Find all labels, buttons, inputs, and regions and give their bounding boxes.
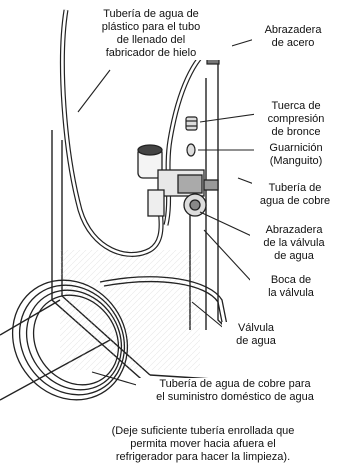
label-supply-tube: Tubería de agua de cobre para el suminis… xyxy=(136,378,334,404)
label-sleeve: Guarnición (Manguito) xyxy=(254,142,337,168)
label-copper-tube: Tubería de agua de cobre xyxy=(252,182,337,208)
label-compression-nut: Tuerca de compresión de bronce xyxy=(254,100,337,139)
water-valve-icon xyxy=(137,144,219,217)
label-steel-clamp: Abrazadera de acero xyxy=(252,24,334,50)
label-valve-mouth: Boca de la válvula xyxy=(250,274,332,300)
label-valve-clamp: Abrazadera de la válvula de agua xyxy=(250,224,337,263)
label-water-valve: Válvula de agua xyxy=(222,322,290,348)
label-note: (Deje suficiente tubería enrollada que p… xyxy=(76,425,330,464)
sleeve-icon xyxy=(186,143,196,157)
compression-nut-icon xyxy=(185,116,198,131)
floor-shading xyxy=(60,250,200,370)
copper-tube-coil-icon xyxy=(11,276,229,401)
label-plastic-tube: Tubería de agua de plástico para el tubo… xyxy=(70,8,232,60)
